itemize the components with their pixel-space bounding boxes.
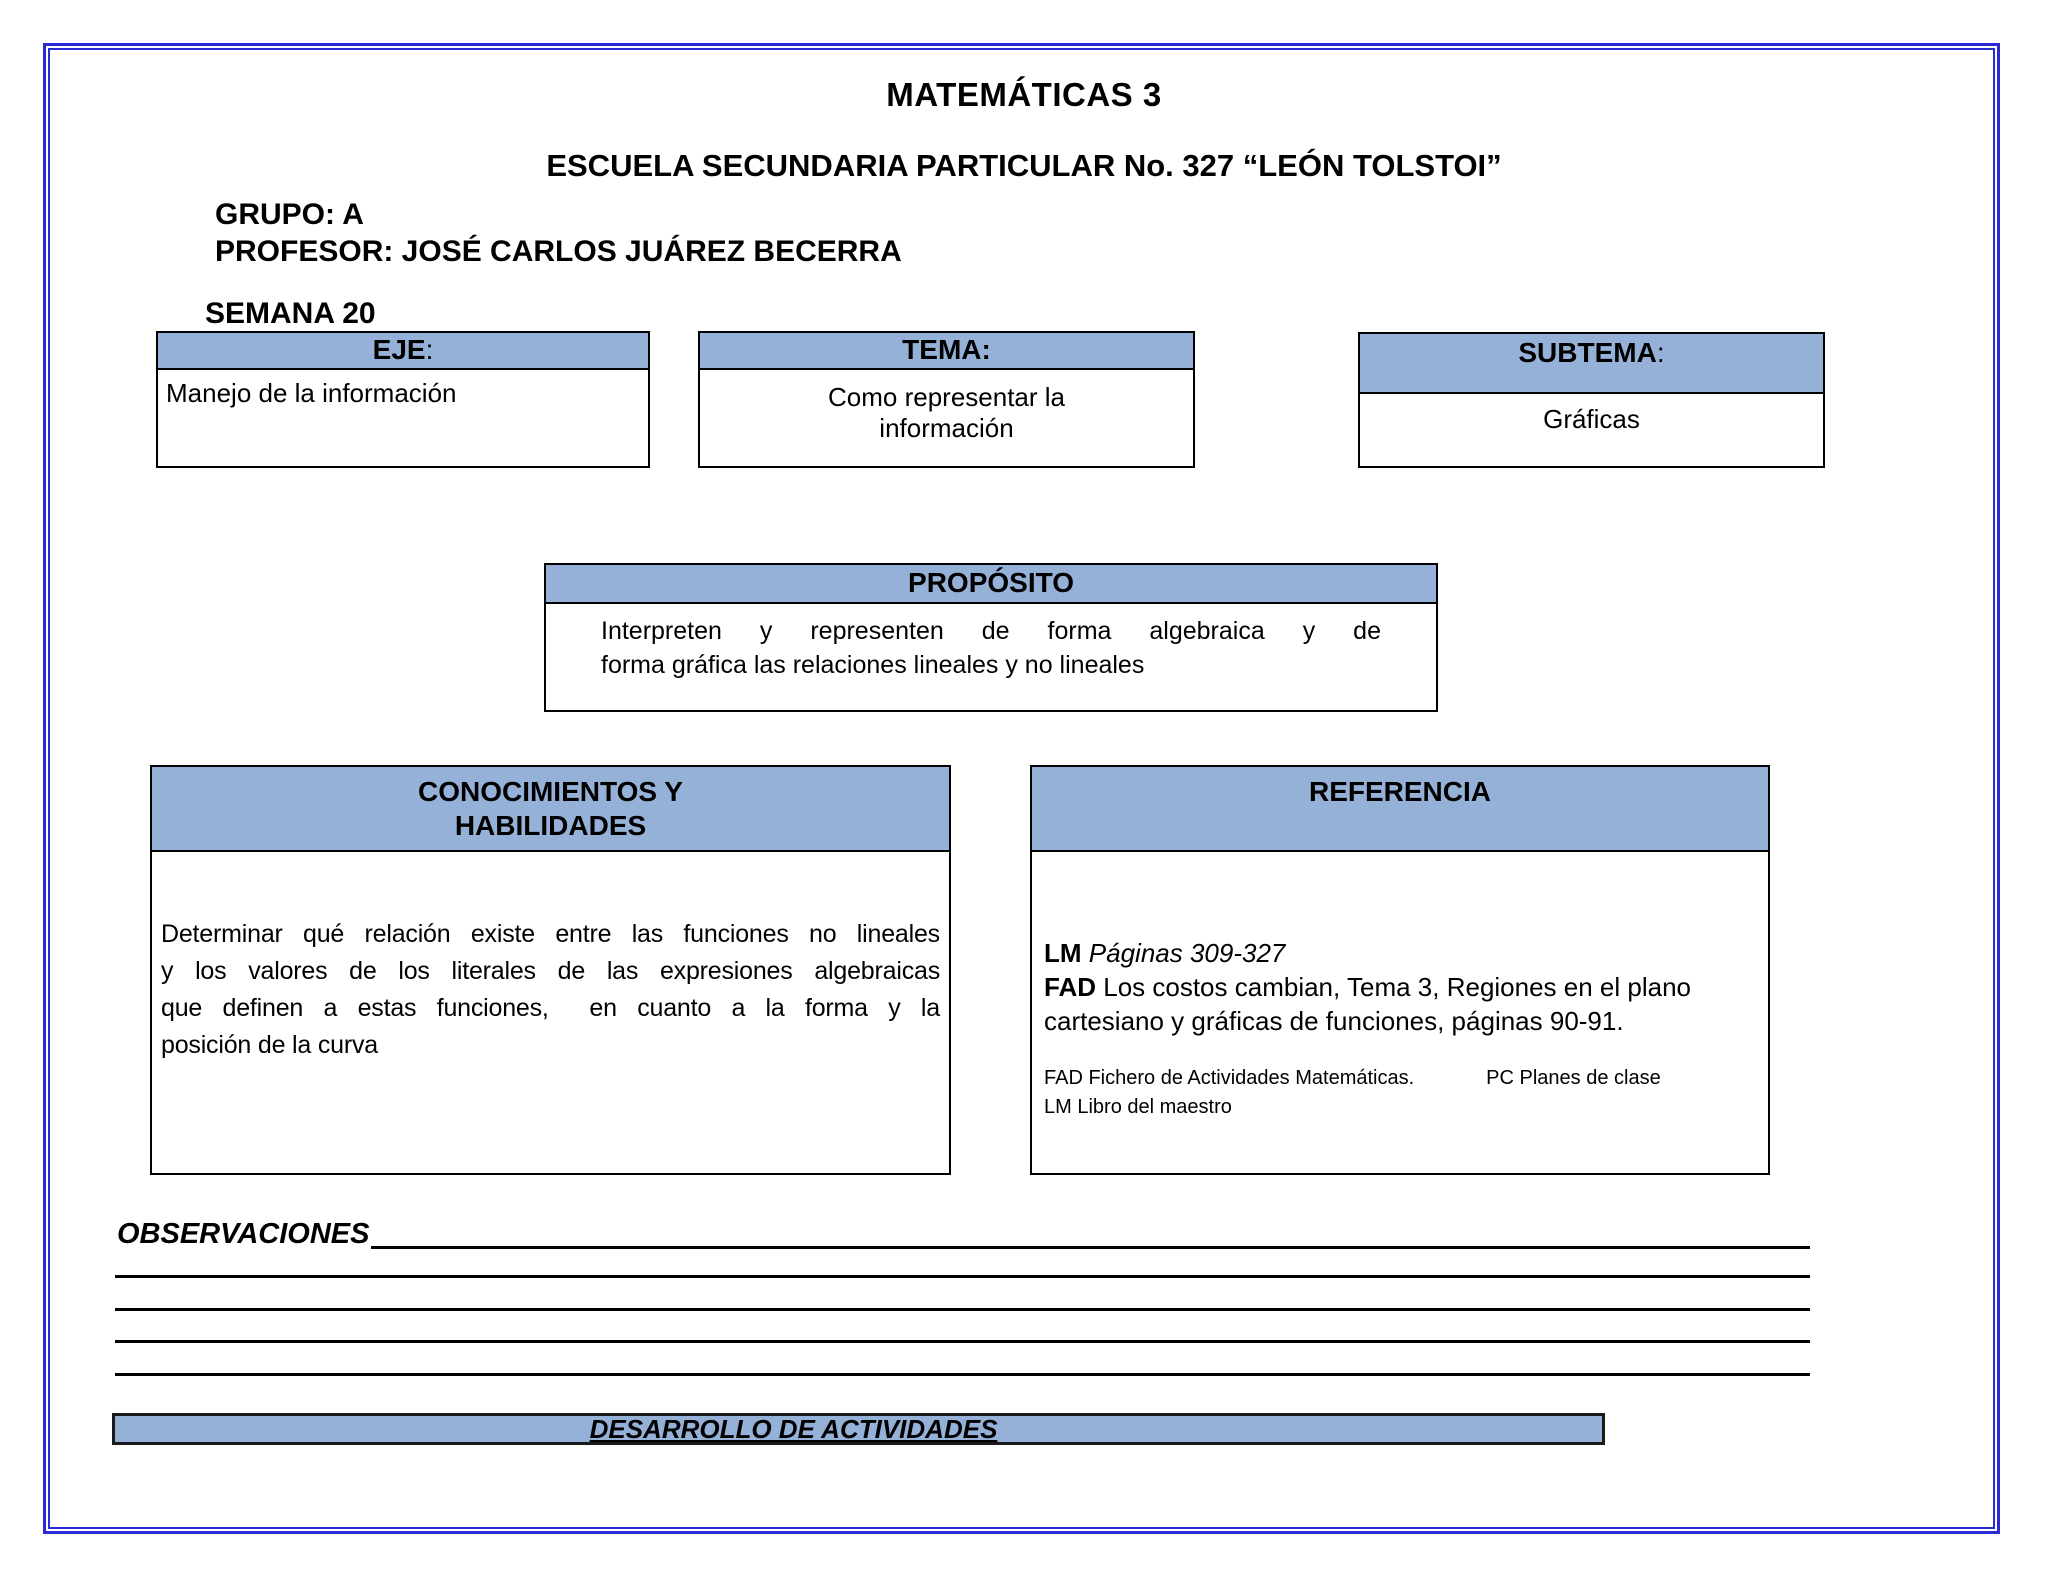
eje-body: Manejo de la información <box>166 378 457 408</box>
subtema-header: SUBTEMA: <box>1360 334 1823 394</box>
referencia-legend: FAD Fichero de Actividades Matemáticas. … <box>1044 1064 1756 1122</box>
eje-box: EJE: Manejo de la información <box>156 331 650 468</box>
ruled-line <box>115 1340 1810 1343</box>
referencia-box: REFERENCIA LM Páginas 309-327 FAD Los co… <box>1030 765 1770 1175</box>
legend-pc: PC Planes de clase <box>1486 1067 1661 1089</box>
referencia-fad-line: FAD Los costos cambian, Tema 3, Regiones… <box>1044 970 1756 1038</box>
lm-pages: Páginas 309-327 <box>1088 938 1286 968</box>
conocimientos-body-line: Determinar qué relación existe entre las… <box>161 920 940 948</box>
activities-banner: DESARROLLO DE ACTIVIDADES <box>112 1413 1605 1445</box>
fad-text: Los costos cambian, Tema 3, Regiones en … <box>1044 972 1692 1036</box>
referencia-lm-line: LM Páginas 309-327 <box>1044 936 1756 970</box>
conocimientos-header-line: HABILIDADES <box>454 810 647 841</box>
ruled-line <box>115 1275 1810 1278</box>
tema-box: TEMA: Como representar la información <box>698 331 1195 468</box>
observaciones-label: OBSERVACIONES <box>117 1218 370 1250</box>
subtema-body: Gráficas <box>1543 404 1640 434</box>
fad-abbr: FAD <box>1044 972 1096 1002</box>
subtema-header-label: SUBTEMA <box>1518 337 1657 368</box>
tema-body-line: Como representar la <box>828 382 1065 412</box>
conocimientos-body: Determinar qué relación existe entre las… <box>152 852 949 1064</box>
legend-row: FAD Fichero de Actividades Matemáticas. … <box>1044 1064 1756 1093</box>
page-border-inner <box>48 48 1995 1529</box>
subtema-box: SUBTEMA: Gráficas <box>1358 332 1825 468</box>
tema-body-line: información <box>879 413 1014 443</box>
lm-abbr: LM <box>1044 938 1082 968</box>
week-label: SEMANA 20 <box>205 297 376 330</box>
conocimientos-header: CONOCIMIENTOS Y HABILIDADES <box>152 767 949 852</box>
legend-lm: LM Libro del maestro <box>1044 1096 1232 1118</box>
conocimientos-body-line: que definen a estas funciones, en cuanto… <box>161 994 940 1022</box>
observaciones-row: OBSERVACIONES <box>117 1218 1810 1251</box>
eje-header: EJE: <box>158 333 648 370</box>
proposito-header: PROPÓSITO <box>546 565 1436 604</box>
referencia-body: LM Páginas 309-327 FAD Los costos cambia… <box>1032 852 1768 1122</box>
conocimientos-box: CONOCIMIENTOS Y HABILIDADES Determinar q… <box>150 765 951 1175</box>
proposito-body-line: forma gráfica las relaciones lineales y … <box>601 651 1145 679</box>
ruled-line <box>115 1308 1810 1311</box>
conocimientos-header-line: CONOCIMIENTOS Y <box>417 776 683 807</box>
proposito-body: Interpreten y representen de forma algeb… <box>546 604 1436 682</box>
professor-label: PROFESOR: JOSÉ CARLOS JUÁREZ BECERRA <box>215 235 902 268</box>
eje-header-colon: : <box>425 334 434 365</box>
tema-body: Como representar la información <box>700 370 1193 444</box>
conocimientos-body-line: y los valores de los literales de las ex… <box>161 957 940 985</box>
subtema-header-colon: : <box>1656 337 1665 368</box>
activities-banner-label: DESARROLLO DE ACTIVIDADES <box>589 1413 998 1444</box>
proposito-box: PROPÓSITO Interpreten y representen de f… <box>544 563 1438 712</box>
page-border <box>43 43 2000 1534</box>
proposito-body-line: Interpreten y representen de forma algeb… <box>601 617 1381 645</box>
tema-header: TEMA: <box>700 333 1193 370</box>
group-label: GRUPO: A <box>215 198 364 231</box>
legend-fad: FAD Fichero de Actividades Matemáticas. <box>1044 1067 1415 1089</box>
page-title: MATEMÁTICAS 3 <box>886 76 1162 113</box>
observaciones-blank-line <box>371 1246 1810 1249</box>
referencia-header: REFERENCIA <box>1032 767 1768 852</box>
conocimientos-body-line: posición de la curva <box>161 1031 378 1059</box>
eje-header-label: EJE <box>372 334 426 365</box>
ruled-line <box>115 1373 1810 1376</box>
tema-header-label: TEMA: <box>902 334 991 365</box>
school-name: ESCUELA SECUNDARIA PARTICULAR No. 327 “L… <box>546 148 1502 183</box>
